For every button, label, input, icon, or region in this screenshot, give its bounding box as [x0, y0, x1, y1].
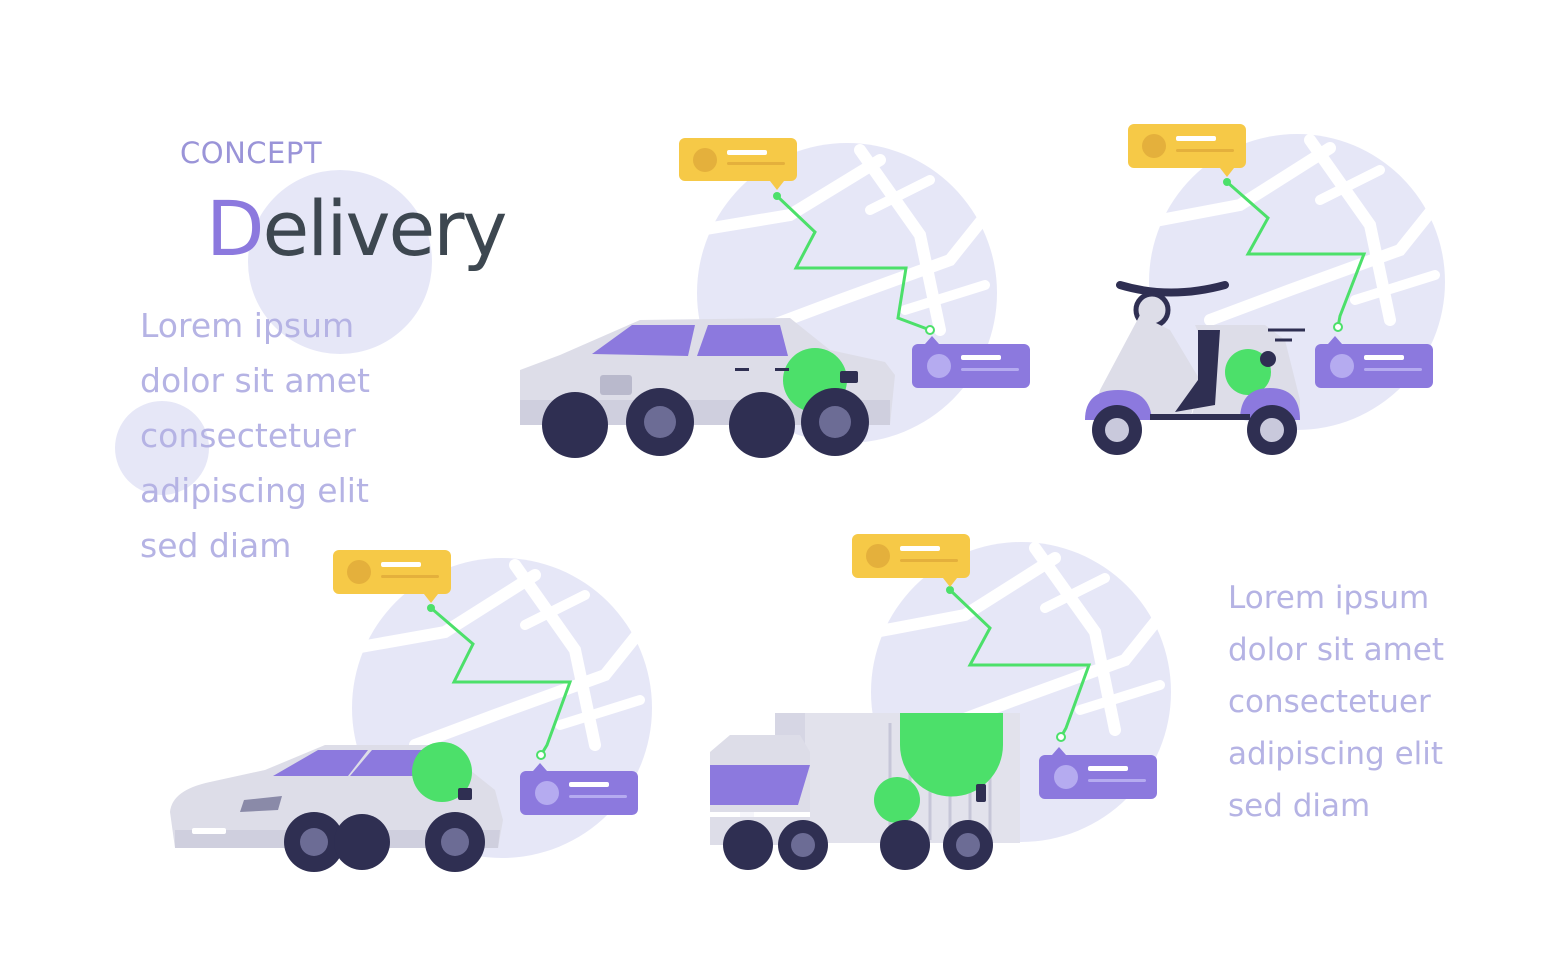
route-line-icon — [430, 606, 573, 756]
destination-bubble-icon — [520, 763, 638, 815]
title-rest: elivery — [262, 184, 508, 273]
paragraph-line: sed diam — [1228, 788, 1371, 824]
suv-icon — [520, 318, 895, 458]
paragraph-line: adipiscing elit — [1228, 736, 1444, 772]
paragraph-line: Lorem ipsum — [140, 306, 355, 345]
paragraph-line: dolor sit amet — [140, 361, 370, 400]
sedan-icon — [170, 742, 503, 872]
suv-delivery-scene — [520, 138, 1030, 458]
route-line-icon — [1226, 180, 1367, 328]
route-line-icon — [775, 194, 931, 332]
origin-bubble-icon — [333, 550, 451, 603]
paragraph-line: consectetuer — [1228, 684, 1431, 720]
decor-circle-large — [248, 170, 432, 354]
paragraph-line: adipiscing elit — [140, 471, 369, 510]
truck-delivery-scene — [710, 534, 1171, 870]
origin-bubble-icon — [679, 138, 797, 190]
truck-icon — [710, 713, 1020, 870]
paragraph-line: dolor sit amet — [1228, 632, 1445, 668]
destination-bubble-icon — [1315, 336, 1433, 388]
paragraph-left: Lorem ipsum dolor sit amet consectetuer … — [140, 298, 370, 573]
destination-bubble-icon — [1039, 747, 1157, 799]
scooter-delivery-scene — [1085, 124, 1446, 455]
destination-bubble-icon — [912, 336, 1030, 388]
decor-circle-small — [115, 401, 209, 495]
page-title: Delivery — [206, 184, 508, 274]
origin-bubble-icon — [852, 534, 970, 587]
route-line-icon — [948, 588, 1092, 738]
paragraph-line: Lorem ipsum — [1228, 580, 1430, 616]
title-initial: D — [206, 184, 265, 273]
scooter-icon — [1085, 281, 1305, 455]
concept-label: CONCEPT — [180, 136, 323, 170]
paragraph-line: sed diam — [140, 526, 292, 565]
paragraph-line: consectetuer — [140, 416, 356, 455]
origin-bubble-icon — [1128, 124, 1246, 177]
paragraph-right: Lorem ipsum dolor sit amet consectetuer … — [1228, 572, 1444, 832]
sedan-delivery-scene — [170, 550, 652, 872]
